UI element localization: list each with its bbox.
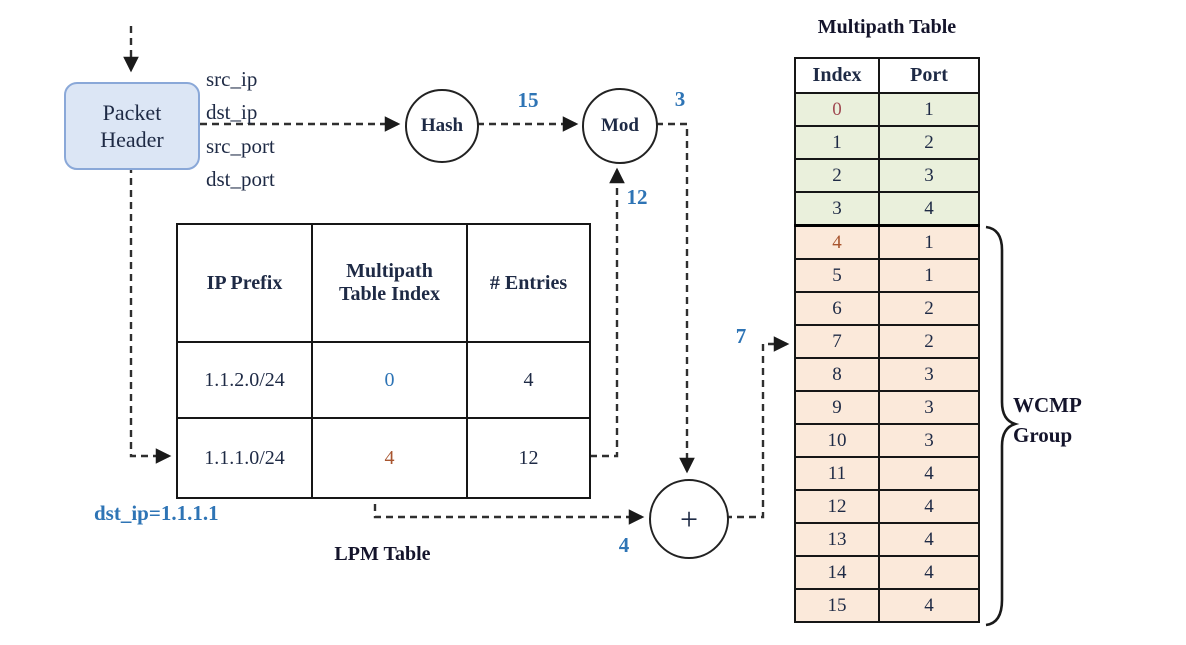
index-cell: 0: [794, 92, 880, 127]
port-cell: 4: [878, 456, 980, 491]
port-cell: 3: [878, 390, 980, 425]
field-dst-port: dst_port: [206, 167, 275, 191]
wcmp-group-brace: [985, 225, 1020, 627]
mod-node-label: Mod: [601, 115, 639, 136]
hash-node: Hash: [405, 89, 479, 163]
lpm-entries-cell: 4: [466, 341, 591, 419]
mod-node: Mod: [582, 88, 658, 164]
index-cell: 8: [794, 357, 880, 392]
plus-node-label: +: [679, 500, 699, 537]
final-index-value: 7: [735, 324, 747, 348]
port-cell: 1: [878, 92, 980, 127]
index-cell: 4: [794, 224, 880, 260]
port-cell: 4: [878, 489, 980, 524]
index-cell: 14: [794, 555, 880, 590]
wire-mod-to-plus: [656, 122, 695, 474]
mod-output-value: 3: [674, 87, 686, 111]
lpm-header-entries: # Entries: [466, 223, 591, 343]
index-cell: 3: [794, 191, 880, 227]
index-cell: 9: [794, 390, 880, 425]
hash-output-value: 15: [517, 88, 539, 112]
port-cell: 4: [878, 522, 980, 557]
field-src-port: src_port: [206, 134, 275, 158]
wire-header-to-lpm: [129, 166, 172, 464]
port-cell: 3: [878, 357, 980, 392]
multipath-header-index: Index: [794, 57, 880, 94]
field-dst-ip: dst_ip: [206, 100, 258, 124]
lpm-row: 1.1.2.0/24 0 4: [176, 341, 591, 419]
index-cell: 1: [794, 125, 880, 160]
port-cell: 4: [878, 588, 980, 623]
port-cell: 4: [878, 191, 980, 227]
lpm-prefix-cell: 1.1.2.0/24: [176, 341, 313, 419]
packet-header-label: Packet Header: [100, 100, 164, 152]
port-cell: 4: [878, 555, 980, 590]
multipath-header-row: Index Port: [794, 57, 980, 94]
index-cell: 11: [794, 456, 880, 491]
multipath-table-caption: Multipath Table: [817, 16, 957, 38]
field-src-ip: src_ip: [206, 67, 258, 91]
lpm-row: 1.1.1.0/24 4 12: [176, 417, 591, 499]
num-entries-value: 12: [626, 185, 648, 209]
index-cell: 12: [794, 489, 880, 524]
lpm-prefix-cell: 1.1.1.0/24: [176, 417, 313, 499]
index-cell: 10: [794, 423, 880, 458]
port-cell: 3: [878, 158, 980, 193]
index-cell: 5: [794, 258, 880, 293]
packet-header-box: Packet Header: [64, 82, 200, 170]
port-cell: 2: [878, 125, 980, 160]
index-cell: 13: [794, 522, 880, 557]
wire-entries-to-mod: [590, 167, 625, 458]
hash-node-label: Hash: [420, 115, 464, 136]
port-cell: 3: [878, 423, 980, 458]
wcmp-group-label: WCMP Group: [1013, 390, 1109, 450]
lpm-header-mp-index: Multipath Table Index: [311, 223, 468, 343]
index-cell: 15: [794, 588, 880, 623]
lpm-table-caption: LPM Table: [334, 543, 431, 565]
port-cell: 1: [878, 258, 980, 293]
index-cell: 2: [794, 158, 880, 193]
plus-node: +: [649, 479, 729, 559]
port-cell: 1: [878, 224, 980, 260]
port-cell: 2: [878, 291, 980, 326]
lpm-table: IP Prefix Multipath Table Index # Entrie…: [176, 223, 591, 499]
wire-plus-to-multipath: [725, 336, 790, 519]
index-cell: 6: [794, 291, 880, 326]
port-cell: 2: [878, 324, 980, 359]
multipath-header-port: Port: [878, 57, 980, 94]
dst-ip-annotation: dst_ip=1.1.1.1: [94, 501, 219, 525]
lpm-header-row: IP Prefix Multipath Table Index # Entrie…: [176, 223, 591, 343]
index-cell: 7: [794, 324, 880, 359]
base-index-value: 4: [618, 533, 630, 557]
lpm-index-cell: 0: [311, 341, 468, 419]
lpm-entries-cell: 12: [466, 417, 591, 499]
lpm-header-ip-prefix: IP Prefix: [176, 223, 313, 343]
lpm-index-cell: 4: [311, 417, 468, 499]
wcmp-group-text: WCMP Group: [1013, 393, 1081, 447]
